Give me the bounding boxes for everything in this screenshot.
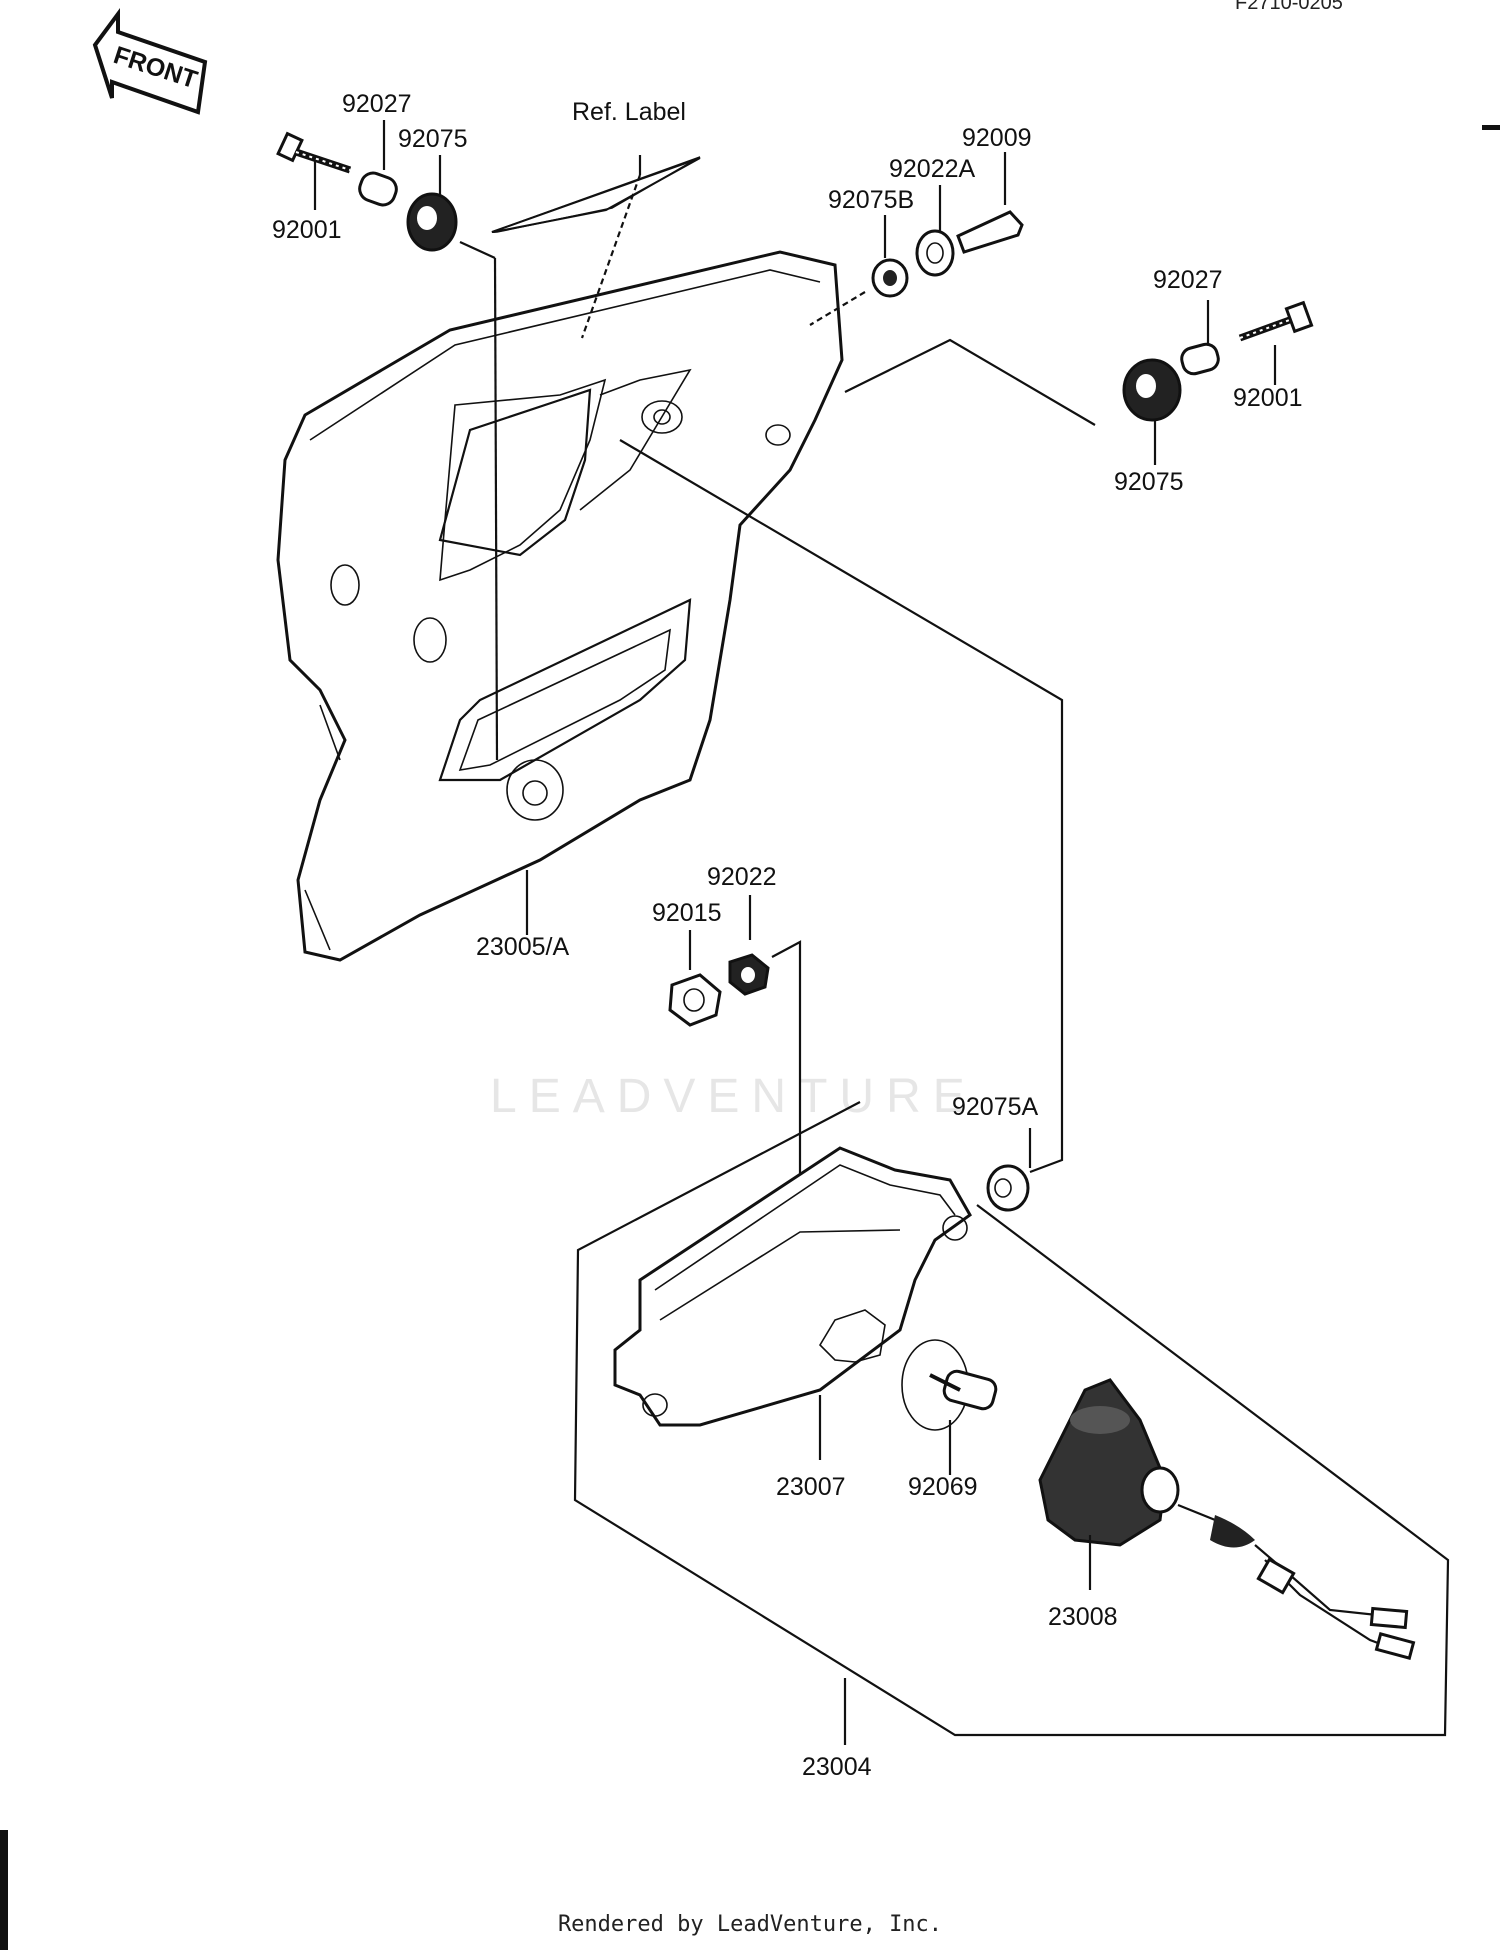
- bulb-92069: [901, 1339, 998, 1431]
- label-92022A: 92022A: [889, 155, 976, 183]
- bolt-92009: [956, 210, 1024, 254]
- nut-92015: [668, 973, 722, 1027]
- label-92015: 92015: [652, 899, 722, 927]
- collar-92027-right: [1180, 342, 1220, 376]
- label-23004: 23004: [802, 1753, 872, 1781]
- label-92001-top: 92001: [272, 216, 342, 244]
- label-92075A: 92075A: [952, 1093, 1039, 1121]
- bolt-92001-right: [1238, 300, 1314, 342]
- edge-tick: [1482, 125, 1500, 130]
- label-92075-top: 92075: [398, 125, 468, 153]
- label-92022: 92022: [707, 863, 777, 891]
- label-92009: 92009: [962, 124, 1032, 152]
- label-92001-right: 92001: [1233, 384, 1303, 412]
- headlight-cowl-part: [276, 250, 844, 962]
- collar-92075A: [986, 1164, 1030, 1212]
- edge-mark: [0, 1830, 8, 1950]
- washer-92022A: [915, 229, 955, 277]
- label-92027-top: 92027: [342, 90, 412, 118]
- collar-92075B: [871, 258, 909, 298]
- assembly-bracket-23004: [573, 1101, 1450, 1737]
- label-23005A: 23005/A: [476, 933, 569, 961]
- headlight-unit-part: [1038, 1378, 1416, 1660]
- headlight-rim-part: [613, 1146, 972, 1427]
- bolt-92001-top: [276, 131, 352, 174]
- label-92027-right: 92027: [1153, 266, 1223, 294]
- label-92069: 92069: [908, 1473, 978, 1501]
- label-ref-label: Ref. Label: [572, 98, 686, 126]
- watermark-text: LEADVENTURE: [490, 1070, 977, 1123]
- washer-92022: [728, 953, 770, 996]
- front-arrow-icon: FRONT: [92, 7, 208, 115]
- grommet-92075-top: [406, 192, 458, 252]
- exploded-parts-diagram: FRONT LEADVENTURE: [92, 7, 1450, 1781]
- label-23008: 23008: [1048, 1603, 1118, 1631]
- diagram-reference-code: F2710-0205: [1235, 0, 1343, 14]
- label-92075-right: 92075: [1114, 468, 1184, 496]
- label-23007: 23007: [776, 1473, 846, 1501]
- collar-92027-top: [358, 171, 398, 207]
- label-92075B: 92075B: [828, 186, 914, 214]
- footer-credit: Rendered by LeadVenture, Inc.: [557, 1912, 943, 1937]
- grommet-92075-right: [1122, 358, 1182, 422]
